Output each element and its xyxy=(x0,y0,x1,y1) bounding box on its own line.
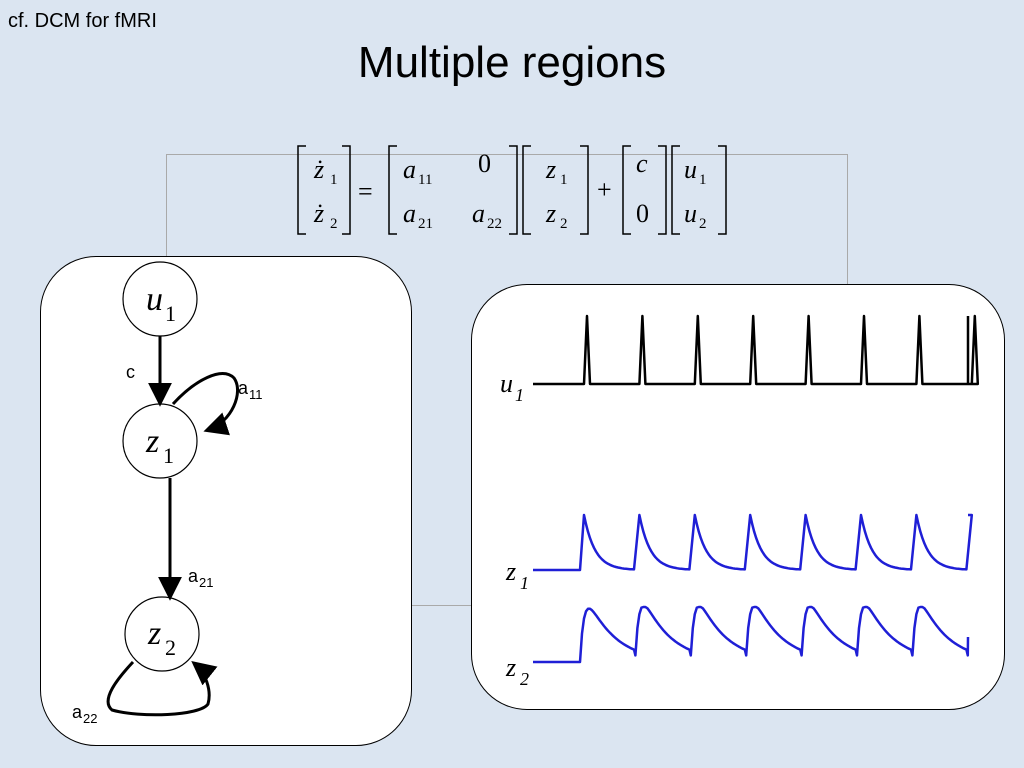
edge-a11-sub: 11 xyxy=(249,387,263,402)
signal-z1-sub: 1 xyxy=(520,573,529,593)
equals-sign: = xyxy=(358,177,373,206)
signal-trace-u1 xyxy=(533,314,980,386)
network-panel xyxy=(40,256,412,746)
u-vec-1-sub: 1 xyxy=(699,172,707,188)
node-z1-label: z xyxy=(145,423,159,460)
edge-a22-sub: 22 xyxy=(83,711,97,726)
node-z1-sub: 1 xyxy=(163,443,174,468)
node-z2-sub: 2 xyxy=(165,635,176,660)
slide-title: Multiple regions xyxy=(357,38,667,87)
edge-a21-label: a xyxy=(188,566,199,586)
signals-panel xyxy=(471,284,1005,710)
u-vec-2-sub: 2 xyxy=(699,216,707,232)
c-vec-1: c xyxy=(636,149,648,178)
a-22: a xyxy=(472,199,485,228)
signal-u1-label: u xyxy=(500,369,513,398)
u-vec-2: u xyxy=(684,199,697,228)
node-z1 xyxy=(122,403,198,479)
plus-sign: + xyxy=(597,175,612,204)
c-left-bracket xyxy=(622,145,631,235)
lhs-left-bracket xyxy=(297,145,306,235)
lhs-2: ż xyxy=(313,199,324,228)
node-u1-sub: 1 xyxy=(165,301,176,326)
corner-note: cf. DCM for fMRI xyxy=(8,10,157,32)
c-vec-2: 0 xyxy=(636,199,649,228)
node-z2-label: z xyxy=(147,615,161,652)
z-left-bracket xyxy=(522,145,531,235)
edge-a11-label: a xyxy=(238,378,249,398)
edge-a22 xyxy=(106,660,218,717)
u-vec-1: u xyxy=(684,155,697,184)
a-11: a xyxy=(403,155,416,184)
edge-a11 xyxy=(171,372,240,436)
edge-a21-sub: 21 xyxy=(199,575,213,590)
z-right-bracket xyxy=(580,145,589,235)
signal-trace-z2 xyxy=(533,605,970,664)
a-12: 0 xyxy=(478,149,491,178)
node-u1-label: u xyxy=(146,281,163,318)
lhs-2-sub: 2 xyxy=(330,216,338,232)
c-right-bracket xyxy=(658,145,667,235)
lhs-1: ż xyxy=(313,155,324,184)
edge-c-label: c xyxy=(126,362,135,382)
z-vec-1: z xyxy=(545,155,556,184)
lhs-1-sub: 1 xyxy=(330,172,338,188)
z-vec-1-sub: 1 xyxy=(560,172,568,188)
u-left-bracket xyxy=(671,145,680,235)
u-right-bracket xyxy=(718,145,727,235)
signal-z2-sub: 2 xyxy=(520,669,529,689)
signal-z2-label: z xyxy=(505,653,516,682)
a-21-sub: 21 xyxy=(418,216,433,232)
a-left-bracket xyxy=(388,145,397,235)
z-vec-2: z xyxy=(545,199,556,228)
edge-a22-label: a xyxy=(72,702,83,722)
z-vec-2-sub: 2 xyxy=(560,216,568,232)
a-22-sub: 22 xyxy=(487,216,502,232)
a-21: a xyxy=(403,199,416,228)
node-z2 xyxy=(124,596,200,672)
signal-trace-z1 xyxy=(533,513,974,572)
a-right-bracket xyxy=(509,145,518,235)
lhs-right-bracket xyxy=(342,145,351,235)
signal-z1-label: z xyxy=(505,557,516,586)
a-11-sub: 11 xyxy=(418,172,432,188)
signal-u1-sub: 1 xyxy=(515,385,524,405)
